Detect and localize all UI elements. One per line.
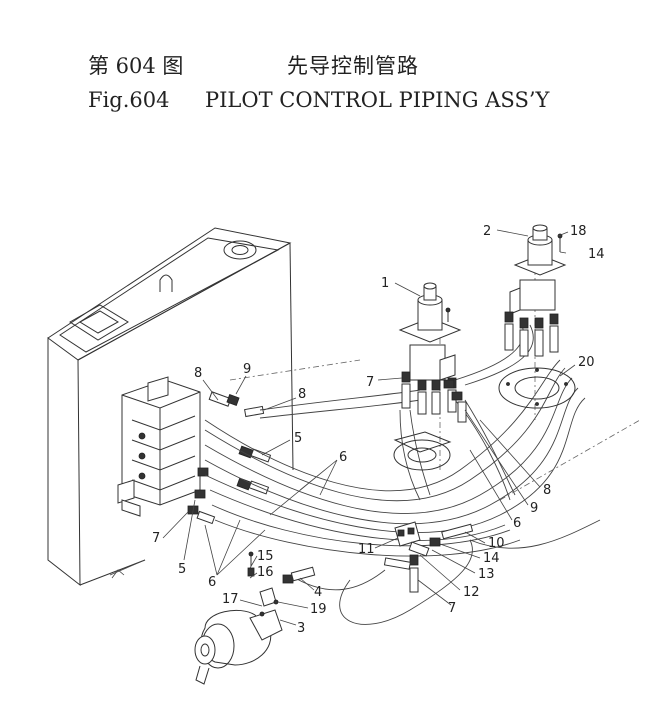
callout-2: 2 — [483, 224, 491, 239]
callout-10: 10 — [488, 536, 505, 551]
leader-lines — [162, 229, 576, 626]
control-valve-block — [117, 376, 201, 517]
callout-18: 18 — [570, 224, 587, 239]
callout-6-right: 6 — [513, 516, 521, 531]
callout-6-mid: 6 — [339, 450, 347, 465]
callout-4: 4 — [314, 585, 322, 600]
hydraulic-tank — [47, 227, 294, 587]
callout-labels: 1 2 18 14 20 8 9 8 7 5 6 8 9 6 7 5 10 11… — [152, 224, 605, 636]
callout-5-bottom: 5 — [178, 562, 186, 577]
callout-14-bottom: 14 — [483, 551, 500, 566]
mid-fittings — [443, 379, 467, 423]
callout-5-top: 5 — [294, 431, 302, 446]
callout-7-left: 7 — [152, 531, 160, 546]
callout-12: 12 — [463, 585, 480, 600]
junction-block — [383, 521, 474, 593]
callout-15: 15 — [257, 549, 274, 564]
ppc-valve-right — [504, 224, 567, 357]
pilot-pump — [194, 551, 316, 685]
callout-9-left: 9 — [243, 362, 251, 377]
callout-13: 13 — [478, 567, 495, 582]
callout-8-mid: 8 — [298, 387, 306, 402]
callout-8-left: 8 — [194, 366, 202, 381]
mounting-flange-right — [498, 367, 576, 409]
callout-11: 11 — [358, 542, 375, 557]
callout-7-top: 7 — [366, 375, 374, 390]
ppc-valve-left — [398, 282, 462, 415]
callout-3: 3 — [297, 621, 305, 636]
callout-6-bottom: 6 — [208, 575, 216, 590]
title-en: PILOT CONTROL PIPING ASS’Y — [205, 88, 550, 112]
callout-14-top: 14 — [588, 247, 605, 262]
mounting-flange-left — [393, 431, 452, 471]
callout-8-right: 8 — [543, 483, 551, 498]
callout-7-bottom: 7 — [448, 601, 456, 616]
callout-19: 19 — [310, 602, 327, 617]
pilot-hoses — [204, 319, 601, 625]
callout-9-right: 9 — [530, 501, 538, 516]
callout-20: 20 — [578, 355, 595, 370]
figure-number-en: Fig.604 — [88, 88, 170, 112]
callout-17: 17 — [222, 592, 239, 607]
figure-number-cn: 第 604 图 — [88, 54, 184, 78]
title-cn: 先导控制管路 — [287, 54, 419, 78]
callout-1: 1 — [381, 276, 389, 291]
callout-16: 16 — [257, 565, 274, 580]
